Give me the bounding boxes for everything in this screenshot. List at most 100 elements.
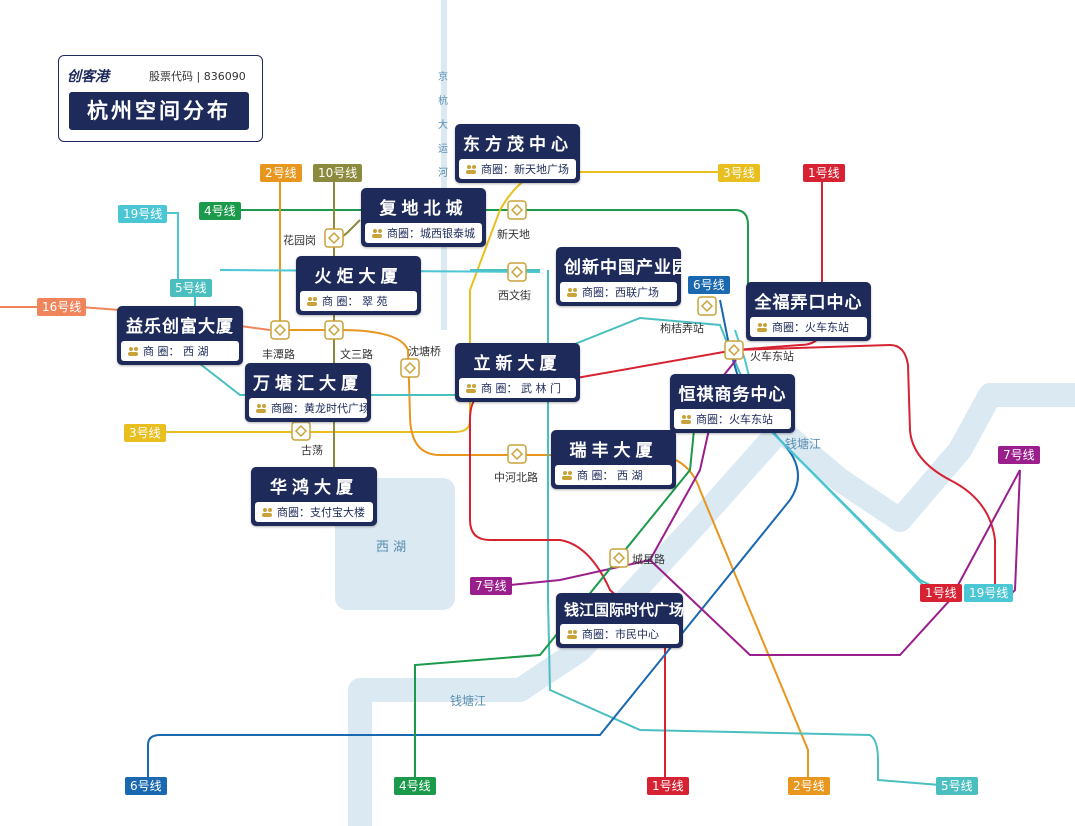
people-icon: [566, 629, 578, 639]
line-label-1: 1号线: [920, 584, 962, 602]
building-card[interactable]: 全福弄口中心 商圈：火车东站: [746, 282, 871, 341]
building-card[interactable]: 华鸿大厦 商圈：支付宝大楼: [251, 467, 377, 526]
people-icon: [255, 403, 267, 413]
business-area: 商圈：市民中心: [582, 628, 659, 641]
station-name: 古荡: [301, 444, 323, 457]
building-name: 复地北城: [379, 199, 468, 219]
station-name: 火车东站: [750, 350, 794, 363]
building-card[interactable]: 复地北城 商圈：城西银泰城: [361, 188, 486, 247]
building-name: 恒祺商务中心: [678, 385, 787, 405]
line-label-3: 3号线: [718, 164, 760, 182]
business-area: 商 圈： 武 林 门: [481, 382, 561, 395]
people-icon: [371, 228, 383, 238]
station-icon[interactable]: [507, 444, 527, 464]
building-card[interactable]: 万塘汇大厦 商圈：黄龙时代广场: [245, 363, 371, 422]
building-card[interactable]: 钱江国际时代广场 商圈：市民中心: [556, 593, 685, 648]
line-label-2: 2号线: [788, 777, 830, 795]
building-name: 瑞丰大厦: [569, 441, 658, 461]
line-1-east: [734, 343, 996, 590]
people-icon: [261, 507, 273, 517]
building-name: 益乐创富大厦: [126, 317, 234, 337]
business-area: 商圈：黄龙时代广场: [271, 402, 370, 415]
station-name: 中河北路: [494, 471, 538, 484]
building-name: 万塘汇大厦: [253, 374, 363, 394]
line-label-4: 4号线: [394, 777, 436, 795]
business-area: 商 圈： 西 湖: [577, 469, 643, 482]
station-icon[interactable]: [724, 340, 744, 360]
line-4-south: [414, 419, 696, 780]
station-name: 城星路: [632, 553, 665, 566]
line-label-7: 7号线: [470, 577, 512, 595]
people-icon: [306, 296, 318, 306]
business-area: 商 圈： 西 湖: [143, 345, 209, 358]
business-area: 商圈：支付宝大楼: [277, 506, 365, 519]
station-icon[interactable]: [324, 320, 344, 340]
building-name: 立新大厦: [473, 354, 562, 374]
station-name: 西文街: [498, 289, 531, 302]
qiantang-label: 钱塘江: [785, 437, 822, 451]
line-1: [469, 180, 823, 780]
canal-label: 京杭大运河: [438, 72, 448, 179]
line-7-far: [1009, 469, 1021, 596]
building-name: 全福弄口中心: [754, 293, 863, 313]
business-area: 商圈：新天地广场: [481, 163, 569, 176]
people-icon: [680, 414, 692, 424]
building-card[interactable]: 创新中国产业园 商圈：西联广场: [556, 247, 690, 306]
building-name: 火炬大厦: [314, 267, 403, 287]
line-label-19: 19号线: [118, 205, 168, 223]
line-5-south: [547, 270, 941, 786]
line-label-1: 1号线: [647, 777, 689, 795]
station-icon[interactable]: [609, 548, 629, 568]
station-name: 新天地: [497, 228, 530, 241]
line-label-19: 19号线: [964, 584, 1014, 602]
line-label-1: 1号线: [803, 164, 845, 182]
building-card[interactable]: 东方茂中心 商圈：新天地广场: [455, 124, 580, 183]
business-area: 商 圈： 翠 苑: [322, 295, 388, 308]
west-lake-label: 西 湖: [376, 540, 407, 555]
building-name: 创新中国产业园: [564, 258, 690, 278]
station-icon[interactable]: [507, 262, 527, 282]
people-icon: [127, 346, 139, 356]
line-label-5: 5号线: [170, 279, 212, 297]
building-name: 华鸿大厦: [270, 478, 358, 498]
line-label-5: 5号线: [936, 777, 978, 795]
station-icon[interactable]: [400, 358, 420, 378]
line-label-2: 2号线: [260, 164, 302, 182]
business-area: 商圈：火车东站: [772, 321, 849, 334]
station-name: 花园岗: [283, 234, 316, 247]
line-label-6: 6号线: [688, 276, 730, 294]
qiantang-river: [348, 383, 1075, 826]
people-icon: [566, 287, 578, 297]
line-label-10: 10号线: [313, 164, 363, 182]
line-label-7: 7号线: [998, 446, 1040, 464]
station-icon[interactable]: [291, 421, 311, 441]
station-icon[interactable]: [324, 228, 344, 248]
building-card[interactable]: 恒祺商务中心 商圈：火车东站: [670, 374, 795, 433]
building-name: 钱江国际时代广场: [564, 601, 685, 619]
stock-code: 股票代码 | 836090: [149, 70, 246, 83]
people-icon: [756, 322, 768, 332]
line-label-6: 6号线: [125, 777, 167, 795]
people-icon: [465, 164, 477, 174]
building-card[interactable]: 火炬大厦 商 圈： 翠 苑: [296, 256, 421, 315]
building-card[interactable]: 益乐创富大厦 商 圈： 西 湖: [117, 306, 243, 365]
building-name: 东方茂中心: [463, 135, 573, 155]
people-icon: [465, 383, 477, 393]
building-card[interactable]: 瑞丰大厦 商 圈： 西 湖: [551, 430, 676, 489]
station-name: 枸桔弄站: [660, 322, 704, 335]
building-card[interactable]: 立新大厦 商 圈： 武 林 门: [455, 343, 580, 402]
station-name: 沈塘桥: [408, 345, 441, 358]
brand-logo: 创客港: [67, 69, 109, 85]
people-icon: [561, 470, 573, 480]
business-area: 商圈：城西银泰城: [387, 227, 475, 240]
station-icon[interactable]: [270, 320, 290, 340]
logo-card: 创客港 股票代码 | 836090 杭州空间分布: [58, 55, 263, 142]
station-icon[interactable]: [697, 296, 717, 316]
business-area: 商圈：火车东站: [696, 413, 773, 426]
station-icon[interactable]: [507, 200, 527, 220]
line-label-16: 16号线: [37, 298, 87, 316]
business-area: 商圈：西联广场: [582, 286, 659, 299]
qiantang-label: 钱塘江: [450, 694, 487, 708]
line-label-4: 4号线: [199, 202, 241, 220]
